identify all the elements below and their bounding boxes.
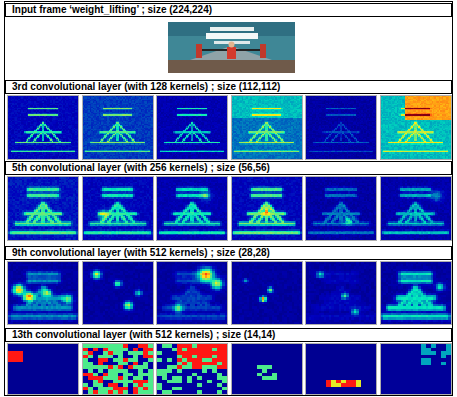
input-frame [168,22,295,73]
lifter [227,47,236,59]
lifter-head [229,42,235,48]
logo-mark [210,27,254,31]
plate [196,44,202,58]
input-platform [168,60,295,73]
logo-mark [206,33,258,39]
feature-maps [8,96,452,395]
feature-map [8,96,79,160]
plate [260,44,266,58]
